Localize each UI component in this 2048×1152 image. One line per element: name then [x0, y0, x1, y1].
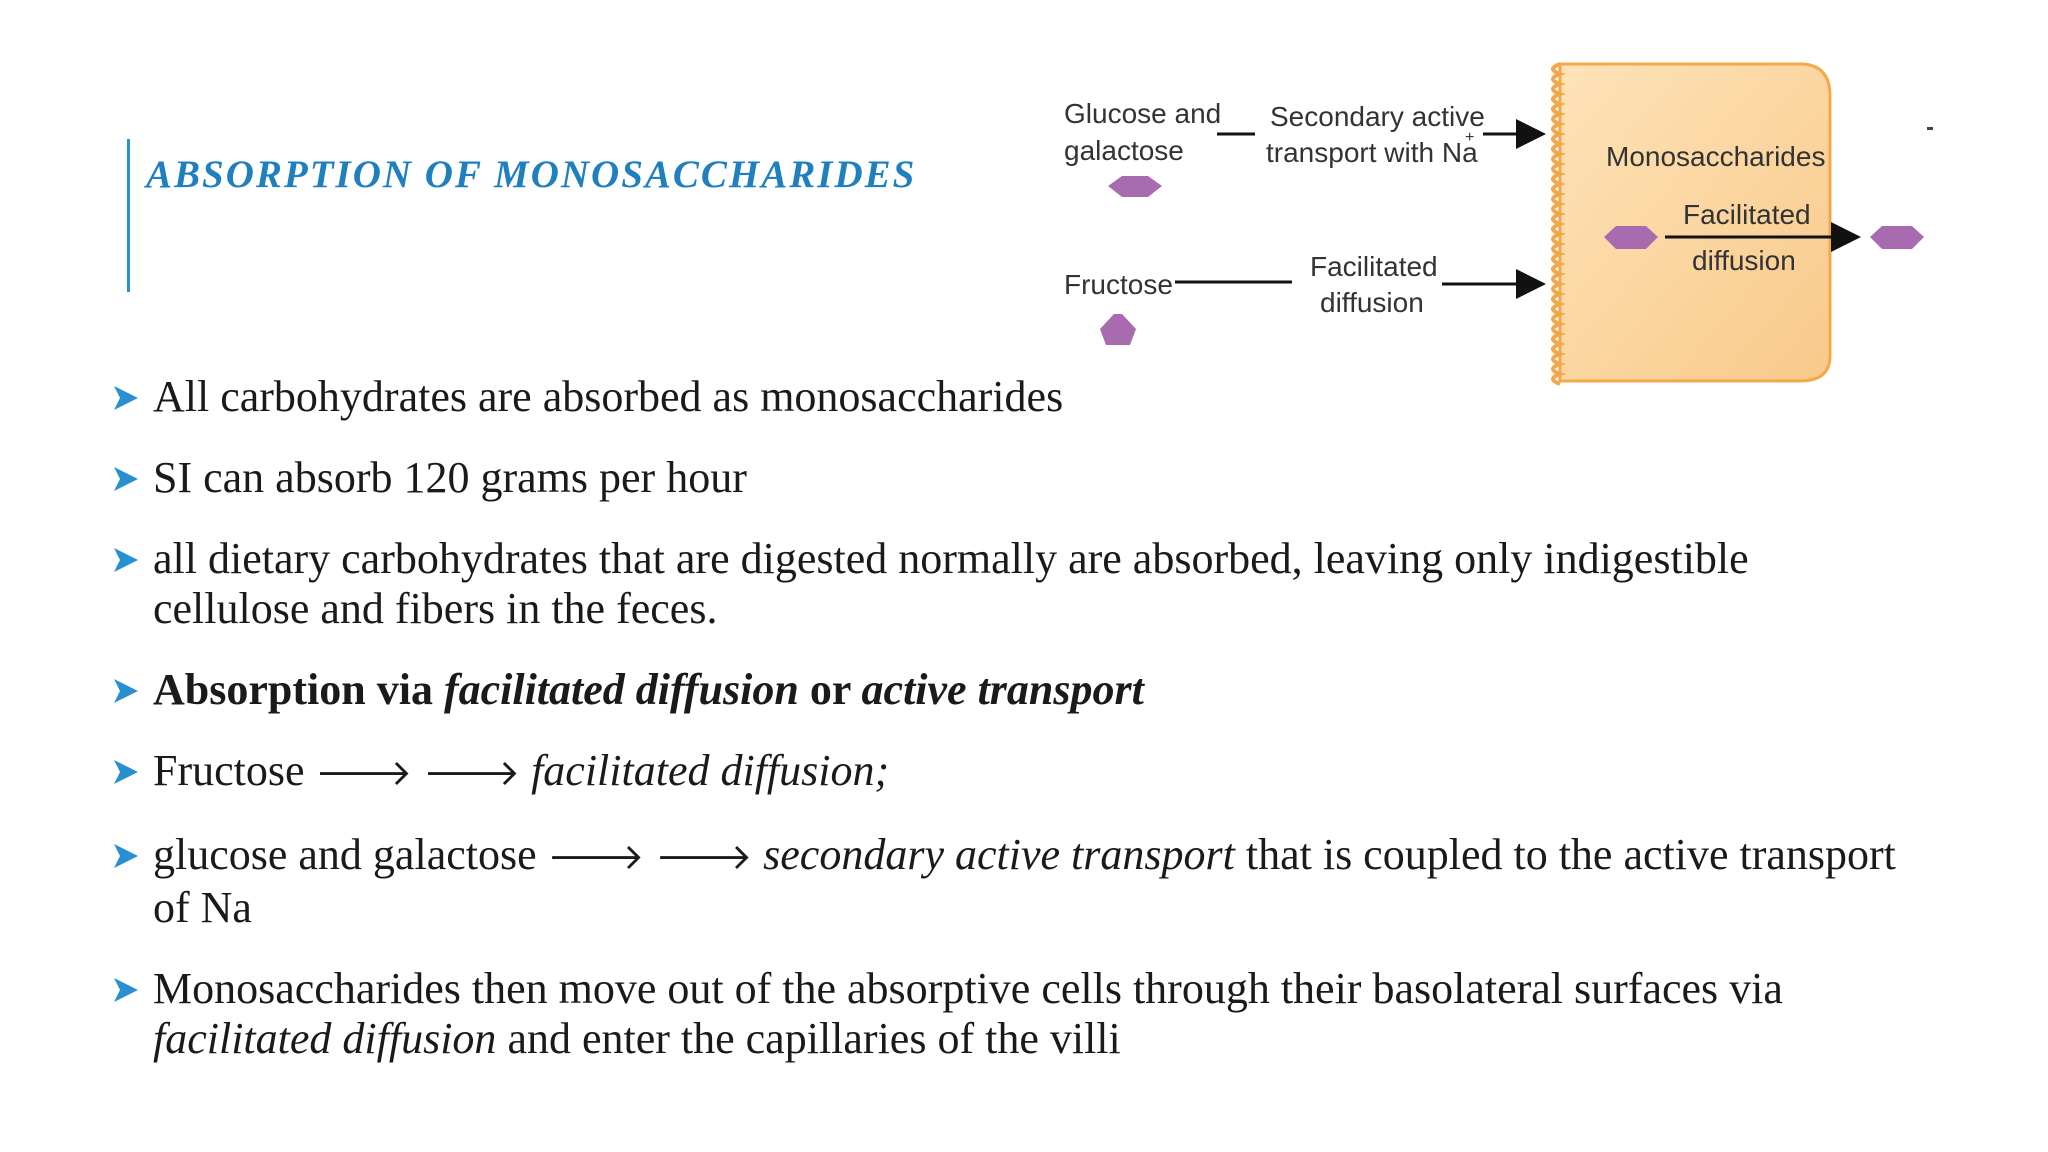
- bullet-text: or: [798, 665, 862, 714]
- arrowhead-bullet-icon: [114, 548, 138, 572]
- fructose-pentagon: [1100, 314, 1136, 345]
- bullet-text: all dietary carbohydrates that are diges…: [153, 534, 1749, 633]
- cell-monosaccharides-label: Monosaccharides: [1606, 141, 1825, 172]
- bullet-list: All carbohydrates are absorbed as monosa…: [112, 372, 1912, 1095]
- arrowhead-bullet-icon: [114, 760, 138, 784]
- bullet-text: and enter the capillaries of the villi: [496, 1014, 1121, 1063]
- microvilli-border: [1551, 62, 1566, 386]
- fructose-label: Fructose: [1064, 269, 1173, 300]
- bullet-text: SI can absorb 120 grams per hour: [153, 453, 747, 502]
- double-arrow-icon: 🡒 🡒: [547, 837, 753, 878]
- cell-facilitated-line1: Facilitated: [1683, 199, 1811, 230]
- double-arrow-icon: 🡒 🡒: [315, 753, 521, 794]
- glucose-hexagon: [1108, 176, 1162, 197]
- bullet-item: Absorption via facilitated diffusion or …: [112, 665, 1912, 715]
- bullet-text: Absorption via: [153, 665, 444, 714]
- epithelial-cell: [1558, 62, 1832, 383]
- bullet-item: SI can absorb 120 grams per hour: [112, 453, 1912, 503]
- glucose-label-line1: Glucose and: [1064, 98, 1221, 129]
- bullet-emphasis: active transport: [861, 665, 1144, 714]
- bullet-text: Fructose: [153, 746, 316, 795]
- bullet-emphasis: facilitated diffusion: [443, 665, 799, 714]
- bullet-item: Fructose 🡒 🡒 facilitated diffusion;: [112, 746, 1912, 799]
- arrowhead-bullet-icon: [114, 467, 138, 491]
- secondary-active-line1: Secondary active: [1270, 101, 1485, 132]
- facilitated-line1: Facilitated: [1310, 251, 1438, 282]
- bullet-text: Monosaccharides then move out of the abs…: [153, 964, 1783, 1013]
- stray-dash: [1927, 127, 1933, 130]
- slide-title: ABSORPTION OF MONOSACCHARIDES: [146, 153, 917, 196]
- arrowhead-bullet-icon: [114, 679, 138, 703]
- na-superscript: +: [1465, 129, 1474, 146]
- absorption-diagram: Glucose and galactose Secondary active t…: [1064, 62, 1924, 386]
- cell-hexagon: [1604, 226, 1658, 249]
- title-accent-bar: [127, 139, 130, 292]
- bullet-text: All carbohydrates are absorbed as monosa…: [153, 372, 1064, 421]
- bullet-emphasis: facilitated diffusion: [153, 1014, 497, 1063]
- arrowhead-bullet-icon: [114, 978, 138, 1002]
- bullet-emphasis: secondary active transport: [752, 830, 1235, 879]
- arrowhead-bullet-icon: [114, 386, 138, 410]
- bullet-emphasis: facilitated diffusion;: [520, 746, 890, 795]
- facilitated-line2: diffusion: [1320, 287, 1424, 318]
- bullet-item: glucose and galactose 🡒 🡒 secondary acti…: [112, 830, 1912, 933]
- secondary-active-line2: transport with Na: [1266, 137, 1478, 168]
- bullet-item: Monosaccharides then move out of the abs…: [112, 964, 1912, 1064]
- bullet-text: that is coupled to the active transport …: [153, 830, 1896, 932]
- glucose-label-line2: galactose: [1064, 135, 1184, 166]
- bullet-item: All carbohydrates are absorbed as monosa…: [112, 372, 1912, 422]
- arrowhead-bullet-icon: [114, 844, 138, 868]
- exit-hexagon: [1870, 226, 1924, 249]
- cell-facilitated-line2: diffusion: [1692, 245, 1796, 276]
- bullet-text: glucose and galactose: [153, 830, 548, 879]
- bullet-item: all dietary carbohydrates that are diges…: [112, 534, 1912, 634]
